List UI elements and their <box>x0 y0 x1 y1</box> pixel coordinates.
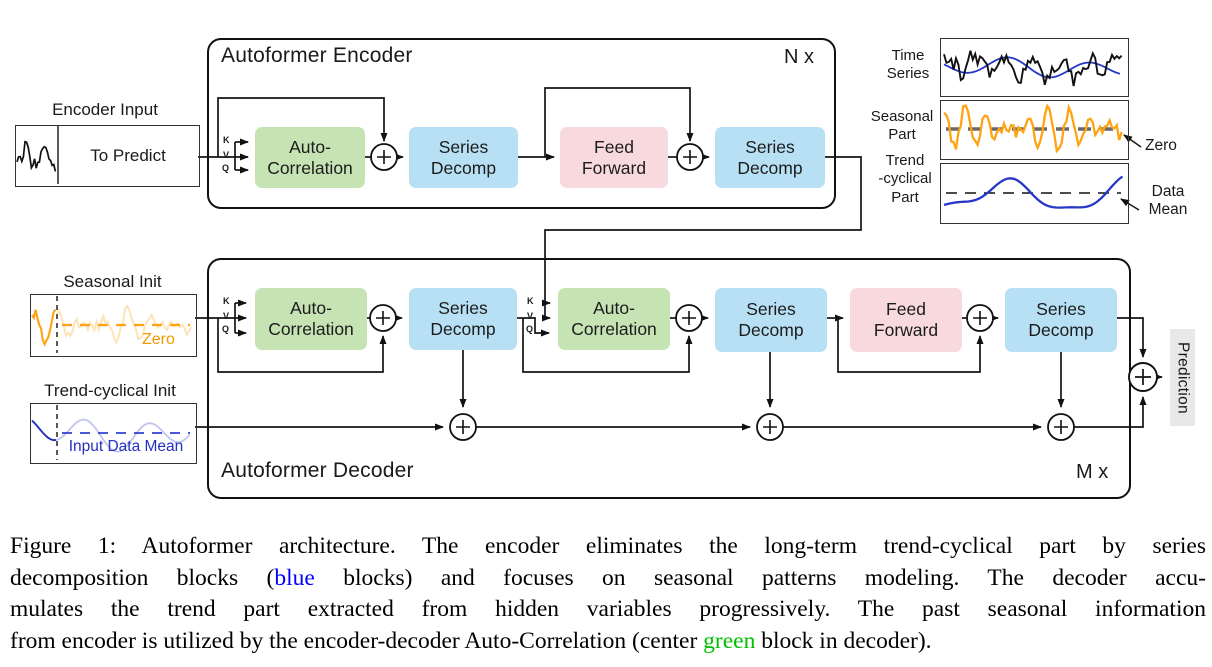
trend-init-solid-wave <box>31 419 57 442</box>
time-series-black-wave <box>943 50 1123 87</box>
caption-green-word: green <box>703 627 756 654</box>
sum-node <box>966 304 994 332</box>
zero-annotation-label: Zero <box>1145 137 1177 154</box>
encoder-input-wave <box>16 140 57 172</box>
trend-init-box <box>30 403 197 464</box>
decoder-skip2 <box>522 318 693 373</box>
decoder-title: Autoformer Decoder <box>221 459 414 482</box>
encoder-v-label: V <box>223 150 230 160</box>
seasonal-init-title: Seasonal Init <box>63 272 162 291</box>
decoder1-q-label: Q <box>222 324 230 334</box>
decoder1-v-label: V <box>223 311 230 321</box>
caption-line4-post: block in decoder). <box>755 627 932 654</box>
encoder-skip1 <box>217 97 388 157</box>
decoder-autocorrelation1-block: Auto- Correlation <box>255 288 367 350</box>
encoder-k-label: K <box>223 135 230 145</box>
autoformer-architecture-figure: Encoder Input To Predict Autoformer Enco… <box>15 38 1195 499</box>
caption-blue-word: blue <box>274 564 315 591</box>
encoder-series-decomp1-block: Series Decomp <box>409 127 518 188</box>
trend-init-faint-wave <box>56 418 191 453</box>
sum-node <box>675 304 703 332</box>
time-series-plot-box <box>940 38 1129 97</box>
encoder-to-decoder-feed <box>544 156 862 318</box>
trend-init-mean-label: Input Data Mean <box>68 438 184 455</box>
encoder-autocorrelation-block: Auto- Correlation <box>255 127 365 188</box>
decoder-skip3 <box>837 318 984 373</box>
caption-line2-pre: decomposition blocks ( <box>10 564 275 591</box>
encoder-q-label: Q <box>222 163 230 173</box>
caption-line-1: Figure 1: Autoformer architecture. The e… <box>10 533 1206 559</box>
decoder-autocorrelation2-block: Auto- Correlation <box>558 288 670 350</box>
trend-part-wave <box>943 175 1124 209</box>
encoder-feed-forward-block: Feed Forward <box>560 127 668 188</box>
data-mean-annotation-label: Data Mean <box>1148 183 1188 218</box>
sum-nodes <box>369 143 1158 441</box>
decoder2-q-label: Q <box>526 324 534 334</box>
dashed-lines <box>56 126 1121 460</box>
seasonal-part-wave <box>943 103 1123 154</box>
sum-node <box>369 304 397 332</box>
decoder2-k-label: K <box>527 296 534 306</box>
seasonal-init-box <box>30 294 197 357</box>
trend-part-label: Trend -cyclical Part <box>878 152 932 206</box>
annotation-arrows <box>1120 134 1142 211</box>
seasonal-part-plot-box <box>940 100 1129 160</box>
trend-out <box>1074 396 1147 428</box>
time-series-label: Time Series <box>886 47 930 83</box>
decoder-skip1 <box>217 318 387 373</box>
decoder1-k-label: K <box>223 296 230 306</box>
mean-annotation-arrow <box>1120 198 1140 211</box>
encoder-repeat-label: N x <box>784 46 814 68</box>
decoder-series-decomp3-block: Series Decomp <box>1005 288 1117 352</box>
encoder-input-label: To Predict <box>90 146 166 165</box>
encoder-title: Autoformer Encoder <box>221 44 413 67</box>
encoder-frame <box>207 38 836 209</box>
sum-node <box>449 413 477 441</box>
decoder-series-decomp1-block: Series Decomp <box>409 288 517 350</box>
caption-line-3: mulates the trend part extracted from hi… <box>10 596 1206 622</box>
seasonal-init-solid-wave <box>31 308 57 347</box>
caption-line-4: from encoder is utilized by the encoder-… <box>10 626 1206 658</box>
trend-part-plot-box <box>940 163 1129 224</box>
sum-node-final <box>1128 362 1158 392</box>
waveforms <box>16 50 1124 453</box>
seasonal-init-faint-wave <box>56 304 193 345</box>
encoder-input-box <box>15 125 200 187</box>
figure-caption: Figure 1: Autoformer architecture. The e… <box>10 531 1206 657</box>
trend-init-title: Trend-cyclical Init <box>44 381 176 400</box>
dec-crossQ-path <box>523 317 550 337</box>
caption-line4-pre: from encoder is utilized by the encoder-… <box>10 627 704 654</box>
seasonal-part-label: Seasonal Part <box>870 108 934 144</box>
connector-lines <box>195 87 1163 431</box>
seasonal-init-zero-label: Zero <box>142 331 175 348</box>
prediction-label: Prediction <box>1170 329 1195 426</box>
dec-seasonal-out <box>1117 317 1147 358</box>
decoder2-v-label: V <box>527 311 534 321</box>
sum-node <box>676 143 704 171</box>
encoder-series-decomp2-block: Series Decomp <box>715 127 825 188</box>
encoder-skip2 <box>544 87 694 157</box>
decoder-feed-forward-block: Feed Forward <box>850 288 962 352</box>
sum-node <box>370 143 398 171</box>
encoder-input-title: Encoder Input <box>52 100 158 119</box>
zero-annotation-arrow <box>1123 134 1142 148</box>
diagram-lines-layer <box>16 50 1163 460</box>
caption-line2-post: blocks) and focuses on seasonal patterns… <box>314 564 1206 591</box>
sum-node <box>756 413 784 441</box>
decoder-series-decomp2-block: Series Decomp <box>715 288 827 352</box>
decoder-repeat-label: M x <box>1076 461 1109 483</box>
caption-line-2: decomposition blocks (blue blocks) and f… <box>10 563 1206 595</box>
sum-node <box>1047 413 1075 441</box>
